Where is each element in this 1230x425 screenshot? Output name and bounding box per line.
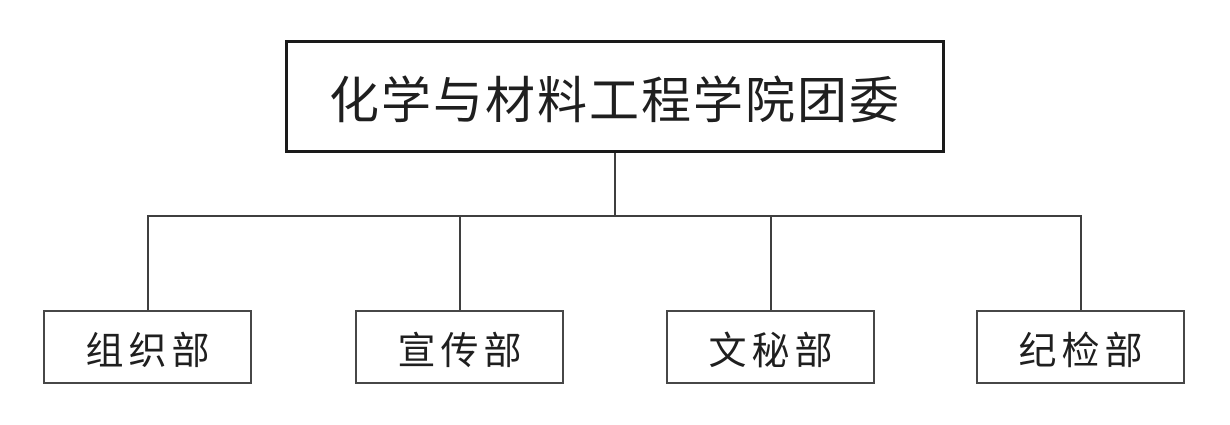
org-chart-node-secretarial-dept: 文秘部 bbox=[666, 310, 875, 384]
connector-drop-discipline bbox=[1079, 214, 1082, 311]
org-chart-root-node: 化学与材料工程学院团委 bbox=[285, 40, 945, 153]
org-chart-node-discipline-dept: 纪检部 bbox=[976, 310, 1185, 384]
connector-horizontal-bus bbox=[146, 214, 1082, 217]
connector-drop-organization bbox=[146, 214, 149, 311]
node-label: 文秘部 bbox=[708, 330, 838, 373]
connector-root-stem bbox=[613, 153, 616, 216]
org-chart-node-organization-dept: 组织部 bbox=[43, 310, 252, 384]
root-node-label: 化学与材料工程学院团委 bbox=[329, 72, 901, 129]
connector-drop-secretarial bbox=[769, 214, 772, 311]
node-label: 纪检部 bbox=[1018, 330, 1148, 373]
node-label: 组织部 bbox=[85, 330, 215, 373]
node-label: 宣传部 bbox=[397, 330, 527, 373]
connector-drop-publicity bbox=[458, 214, 461, 311]
org-chart-node-publicity-dept: 宣传部 bbox=[355, 310, 564, 384]
